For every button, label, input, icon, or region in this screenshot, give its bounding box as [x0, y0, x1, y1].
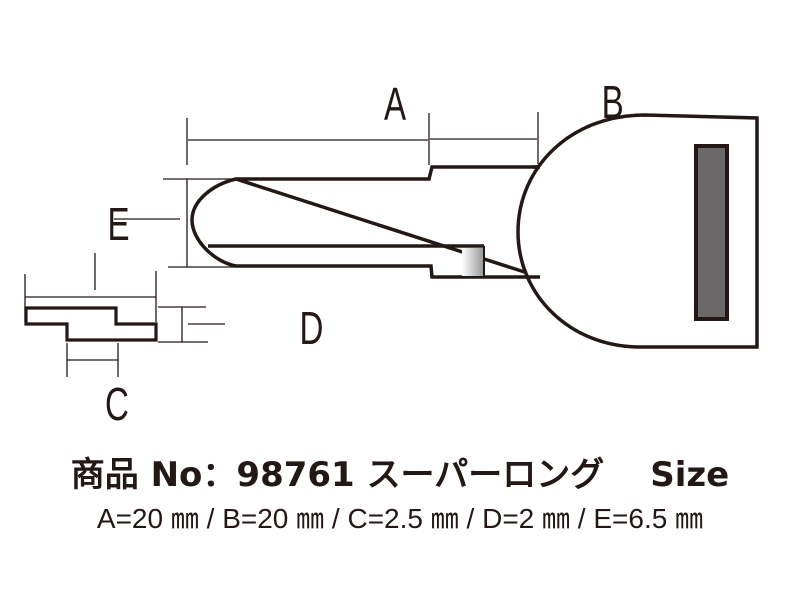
dimension-d-label: D: [300, 304, 324, 354]
dimension-a: A: [186, 80, 430, 165]
dimension-c-label: C: [105, 380, 129, 430]
blade-groove-shading: [462, 248, 483, 276]
cross-section: D C: [24, 253, 324, 430]
key-diagram: A B E D: [24, 78, 759, 430]
dimension-e-label: E: [108, 200, 130, 250]
product-prefix: 商品 No：: [70, 455, 237, 495]
product-name: スーパーロング: [366, 455, 605, 495]
grip-slot: [694, 144, 729, 321]
dimension-e: E: [108, 178, 236, 268]
size-specs: A=20 ㎜ / B=20 ㎜ / C=2.5 ㎜ / D=2 ㎜ / E=6.…: [96, 503, 704, 534]
key-head: [516, 113, 759, 349]
dimension-a-label: A: [384, 80, 406, 130]
product-caption: 商品 No：98761 スーパーロング Size: [0, 447, 800, 496]
product-number: 98761: [236, 455, 355, 495]
size-label: Size: [650, 455, 730, 495]
key-blade: [190, 165, 541, 279]
